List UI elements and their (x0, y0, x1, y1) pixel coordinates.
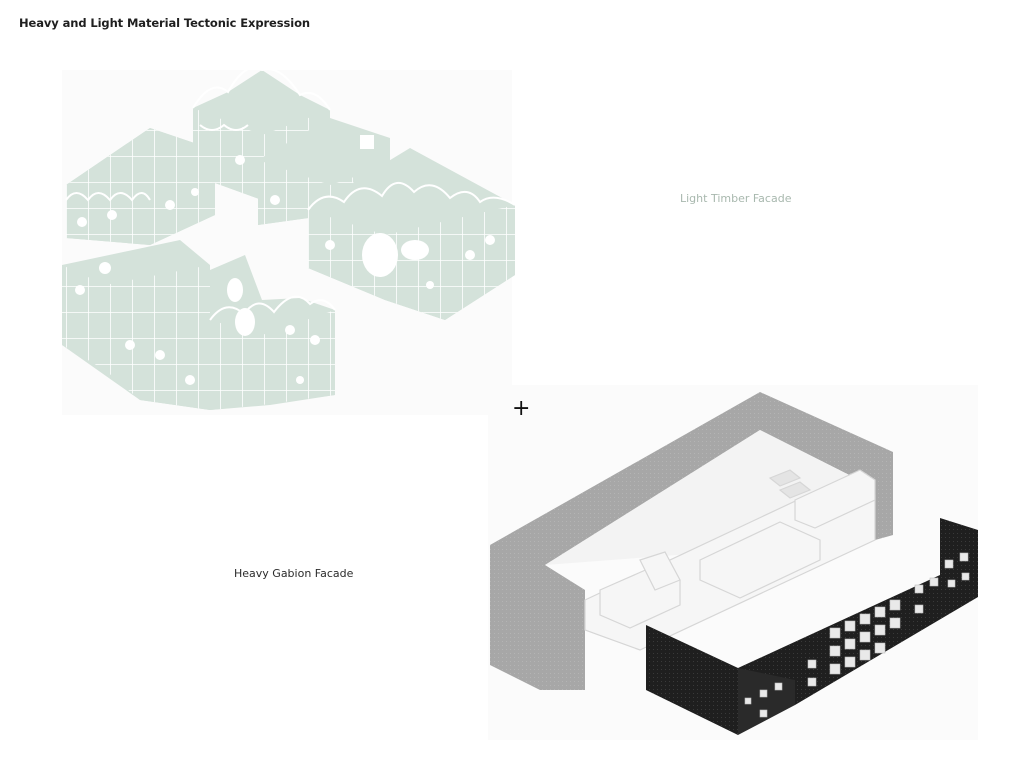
timber-wing-f (209, 255, 336, 410)
timber-wing-e (62, 240, 210, 410)
light-timber-facade-label: Light Timber Facade (680, 192, 792, 205)
timber-wing-a (65, 128, 215, 245)
plus-sign: + (512, 396, 531, 421)
concrete-core-mass (490, 392, 893, 690)
timber-facade-model (62, 66, 516, 415)
interior-structure (584, 469, 876, 651)
timber-wing-d (307, 148, 516, 320)
heavy-gabion-facade-label: Heavy Gabion Facade (234, 567, 354, 580)
gabion-wall (646, 518, 978, 735)
diagram-title: Heavy and Light Material Tectonic Expres… (19, 16, 310, 30)
gabion-facade-model (488, 385, 978, 740)
